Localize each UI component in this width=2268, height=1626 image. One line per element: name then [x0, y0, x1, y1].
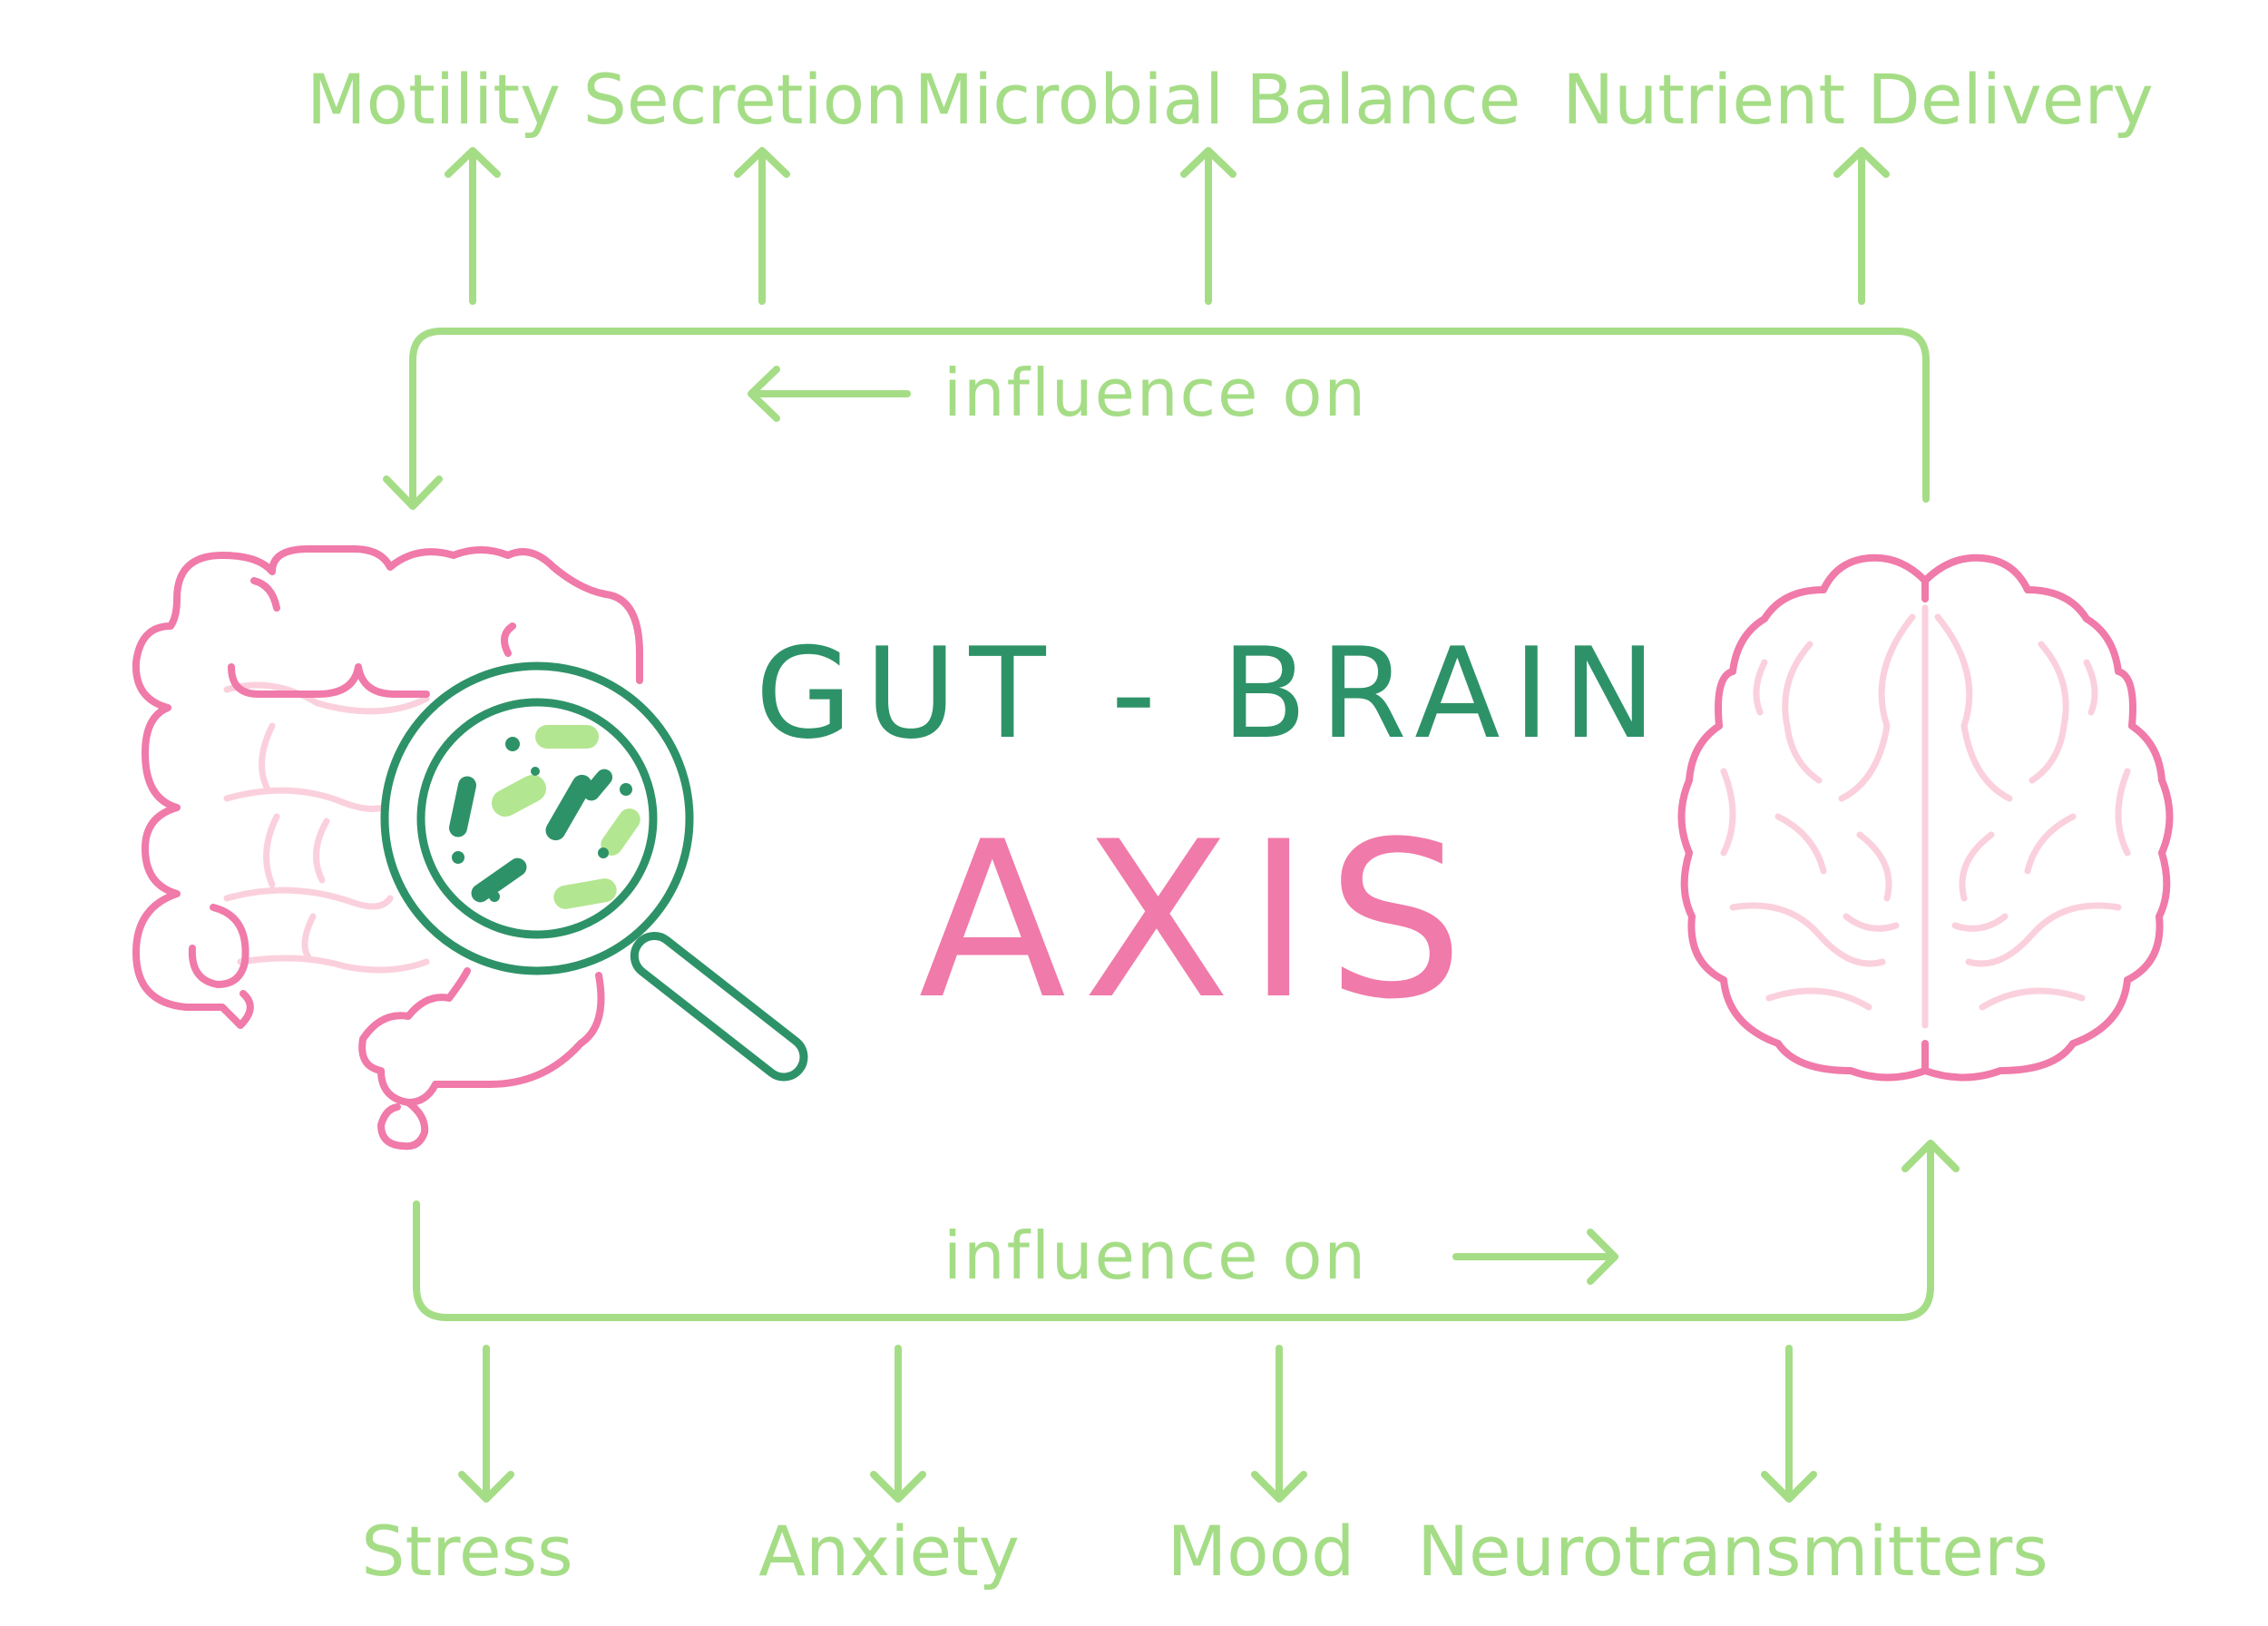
title-line-1: GUT - BRAIN — [755, 621, 1668, 767]
down-arrow-icon — [1765, 1348, 1813, 1499]
up-arrow-icon — [1837, 151, 1886, 301]
up-arrow-icon — [1184, 151, 1233, 301]
brain-icon — [1682, 558, 2170, 1078]
down-arrow-icon — [462, 1348, 511, 1499]
bottom-down-arrows — [462, 1348, 1813, 1499]
down-arrow-icon — [1255, 1348, 1304, 1499]
effect-anxiety: Anxiety — [758, 1511, 1020, 1592]
down-arrow-icon — [874, 1348, 923, 1499]
brain-to-gut-label: influence on — [943, 355, 1367, 431]
effect-secretion: Secretion — [583, 59, 909, 140]
bottom-effects: Stress Anxiety Mood Neurotransmitters — [361, 1511, 2048, 1592]
up-arrow-icon — [448, 151, 497, 301]
effect-microbial-balance: Microbial Balance — [914, 59, 1521, 140]
effect-stress: Stress — [361, 1511, 573, 1592]
gut-to-brain-label: influence on — [943, 1218, 1367, 1294]
top-up-arrows — [448, 151, 1886, 301]
top-effects: Motility Secretion Microbial Balance Nut… — [307, 59, 2154, 140]
left-arrow-icon — [751, 369, 907, 418]
effect-motility: Motility — [307, 59, 561, 140]
effect-neurotransmitters: Neurotransmitters — [1417, 1511, 2048, 1592]
right-arrow-icon — [1456, 1232, 1615, 1281]
up-arrow-icon — [738, 151, 787, 301]
effect-nutrient-delivery: Nutrient Delivery — [1562, 59, 2154, 140]
title-line-2: AXIS — [918, 796, 1480, 1047]
effect-mood: Mood — [1168, 1511, 1355, 1592]
